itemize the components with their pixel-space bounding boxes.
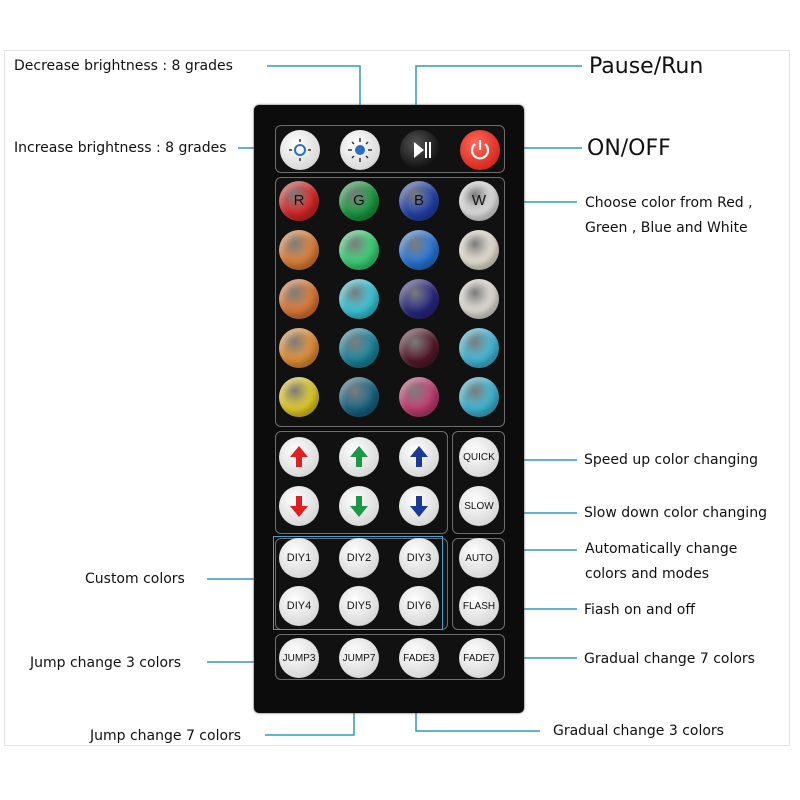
green-down-button[interactable] bbox=[339, 486, 379, 526]
label-slow-down: Slow down color changing bbox=[584, 505, 767, 521]
diy4-button[interactable]: DIY4 bbox=[279, 586, 319, 626]
color-button-r2-c1[interactable] bbox=[279, 230, 319, 270]
flash-label: FLASH bbox=[462, 600, 496, 612]
color-button-r5-c2[interactable] bbox=[339, 377, 379, 417]
green-up-button[interactable] bbox=[339, 437, 379, 477]
color-button-r2-c2[interactable] bbox=[339, 230, 379, 270]
red-letter: R bbox=[293, 192, 305, 209]
color-button-r3-c4[interactable] bbox=[459, 279, 499, 319]
blue-up-button[interactable] bbox=[399, 437, 439, 477]
color-button-r5-c4[interactable] bbox=[459, 377, 499, 417]
color-button-r4-c2[interactable] bbox=[339, 328, 379, 368]
label-speed-up: Speed up color changing bbox=[584, 452, 759, 468]
flash-button[interactable]: FLASH bbox=[459, 586, 499, 626]
label-jump3: Jump change 3 colors bbox=[30, 655, 182, 671]
arrow-up-green-icon bbox=[350, 446, 368, 467]
label-pause-run: Pause/Run bbox=[589, 54, 704, 79]
power-button[interactable] bbox=[460, 130, 500, 170]
power-icon bbox=[470, 140, 490, 160]
arrow-down-green-icon bbox=[350, 496, 368, 517]
label-gradual3: Gradual change 3 colors bbox=[553, 723, 724, 739]
red-down-button[interactable] bbox=[279, 486, 319, 526]
label-choose-color-line1: Choose color from Red , bbox=[585, 195, 753, 211]
diy2-button[interactable]: DIY2 bbox=[339, 538, 379, 578]
color-button-r5-c1[interactable] bbox=[279, 377, 319, 417]
diy3-button[interactable]: DIY3 bbox=[399, 538, 439, 578]
jump3-button[interactable]: JUMP3 bbox=[279, 638, 319, 678]
diy1-label: DIY1 bbox=[286, 552, 312, 564]
color-button-r3-c1[interactable] bbox=[279, 279, 319, 319]
brightness-down-button[interactable] bbox=[280, 130, 320, 170]
white-button[interactable]: W bbox=[459, 181, 499, 221]
label-increase-brightness: Increase brightness : 8 grades bbox=[14, 140, 227, 156]
label-auto-line1: Automatically change bbox=[585, 541, 738, 557]
slow-label: SLOW bbox=[464, 500, 494, 512]
arrow-down-blue-icon bbox=[410, 496, 428, 517]
pause-run-button[interactable] bbox=[400, 130, 440, 170]
label-choose-color: Choose color from Red , Green , Blue and… bbox=[585, 191, 795, 241]
label-custom-colors: Custom colors bbox=[85, 571, 185, 587]
label-gradual7: Gradual change 7 colors bbox=[584, 651, 755, 667]
arrow-down-red-icon bbox=[290, 496, 308, 517]
slow-button[interactable]: SLOW bbox=[459, 486, 499, 526]
label-jump7: Jump change 7 colors bbox=[90, 728, 242, 744]
arrow-up-blue-icon bbox=[410, 446, 428, 467]
diy6-button[interactable]: DIY6 bbox=[399, 586, 439, 626]
auto-button[interactable]: AUTO bbox=[459, 538, 499, 578]
fade3-label: FADE3 bbox=[403, 652, 435, 664]
label-flash: Fiash on and off bbox=[584, 602, 696, 618]
fade7-button[interactable]: FADE7 bbox=[459, 638, 499, 678]
label-on-off: ON/OFF bbox=[587, 136, 671, 161]
color-button-r2-c3[interactable] bbox=[399, 230, 439, 270]
blue-button[interactable]: B bbox=[399, 181, 439, 221]
diy6-label: DIY6 bbox=[406, 600, 432, 612]
remote-control: R G B W QUICK SLOW DIY1 DIY2 DIY3 DIY4 DIY5… bbox=[254, 105, 524, 713]
play-pause-icon bbox=[414, 142, 431, 158]
figure-frame bbox=[4, 50, 790, 746]
diy5-button[interactable]: DIY5 bbox=[339, 586, 379, 626]
brightness-up-button[interactable] bbox=[340, 130, 380, 170]
custom-colors-highlight bbox=[273, 536, 443, 630]
jump7-button[interactable]: JUMP7 bbox=[339, 638, 379, 678]
diy4-label: DIY4 bbox=[286, 600, 312, 612]
auto-label: AUTO bbox=[465, 552, 493, 564]
arrow-up-red-icon bbox=[290, 446, 308, 467]
color-button-r3-c2[interactable] bbox=[339, 279, 379, 319]
fade7-label: FADE7 bbox=[463, 652, 495, 664]
diy2-label: DIY2 bbox=[346, 552, 372, 564]
label-choose-color-line2: Green , Blue and White bbox=[585, 220, 748, 236]
color-button-r2-c4[interactable] bbox=[459, 230, 499, 270]
diy5-label: DIY5 bbox=[346, 600, 372, 612]
fade3-button[interactable]: FADE3 bbox=[399, 638, 439, 678]
red-up-button[interactable] bbox=[279, 437, 319, 477]
jump7-label: JUMP7 bbox=[342, 652, 376, 664]
label-auto-line2: colors and modes bbox=[585, 566, 710, 582]
blue-down-button[interactable] bbox=[399, 486, 439, 526]
brightness-down-icon bbox=[289, 139, 311, 161]
label-decrease-brightness: Decrease brightness : 8 grades bbox=[14, 58, 233, 74]
brightness-up-icon bbox=[348, 138, 372, 162]
blue-letter: B bbox=[413, 192, 424, 209]
color-button-r3-c3[interactable] bbox=[399, 279, 439, 319]
jump3-label: JUMP3 bbox=[282, 652, 316, 664]
diy1-button[interactable]: DIY1 bbox=[279, 538, 319, 578]
color-button-r4-c3[interactable] bbox=[399, 328, 439, 368]
red-button[interactable]: R bbox=[279, 181, 319, 221]
label-automatically-change: Automatically change colors and modes bbox=[585, 537, 795, 587]
quick-label: QUICK bbox=[463, 451, 495, 463]
green-letter: G bbox=[353, 192, 365, 209]
green-button[interactable]: G bbox=[339, 181, 379, 221]
diy3-label: DIY3 bbox=[406, 552, 432, 564]
color-button-r5-c3[interactable] bbox=[399, 377, 439, 417]
color-button-r4-c1[interactable] bbox=[279, 328, 319, 368]
white-letter: W bbox=[471, 192, 487, 209]
quick-button[interactable]: QUICK bbox=[459, 437, 499, 477]
color-button-r4-c4[interactable] bbox=[459, 328, 499, 368]
